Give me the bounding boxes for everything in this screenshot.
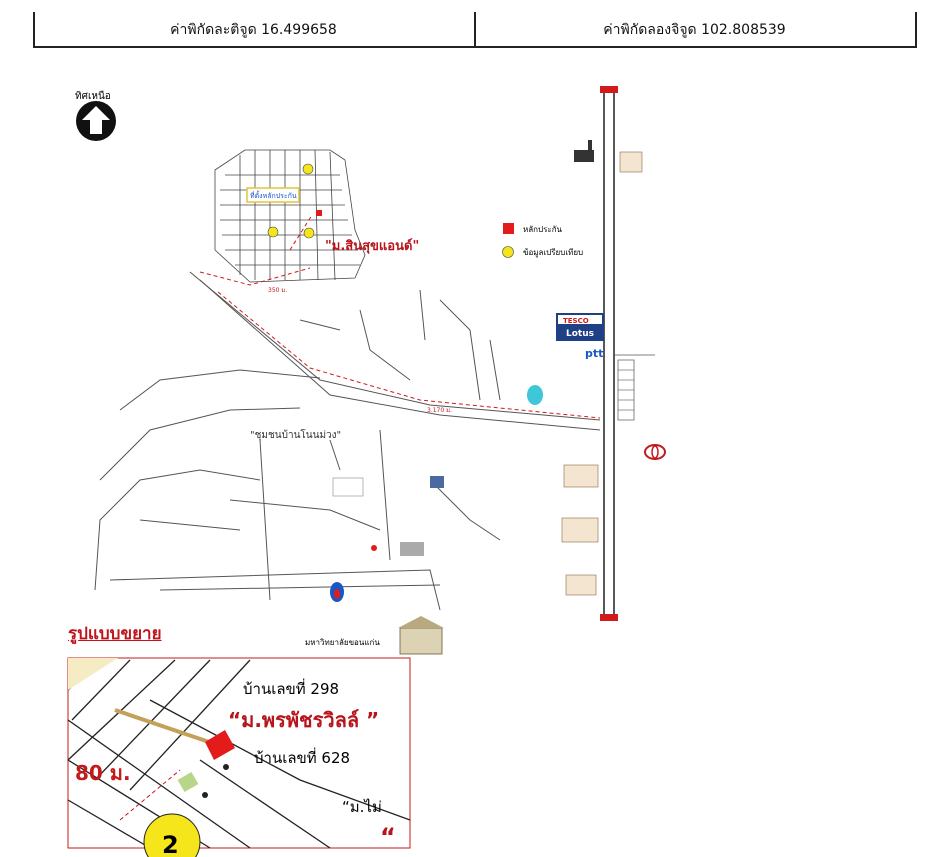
inset-area xyxy=(68,658,118,690)
ptt-label: ptt xyxy=(585,347,603,360)
coordinates-header: ค่าพิกัดละติจูด 16.499658 ค่าพิกัดลองจิจ… xyxy=(33,12,917,48)
tesco-lotus-icon xyxy=(556,313,604,341)
building-icon xyxy=(430,476,444,488)
legend-comparison-swatch xyxy=(502,246,514,258)
distance-long: 3.170 ม. xyxy=(427,407,452,414)
north-arrow-icon xyxy=(76,101,116,141)
enlarged-title: รูปแบบขยาย xyxy=(68,624,162,644)
inset-point xyxy=(202,792,208,798)
comparison-marker xyxy=(302,163,314,175)
inset-collateral-marker xyxy=(205,730,235,760)
community-label: "ชุมชนบ้านโนนม่วง" xyxy=(250,428,341,441)
university-label: มหาวิทยาลัยขอนแก่น xyxy=(305,638,380,647)
inset-route xyxy=(119,769,181,821)
route-line xyxy=(199,214,601,419)
enlarged-inset xyxy=(67,657,411,849)
legend-collateral-label: หลักประกัน xyxy=(523,225,563,234)
school-icon xyxy=(561,151,643,596)
legend-comparison-label: ข้อมูลเปรียบเทียบ xyxy=(523,248,583,258)
inset-village-label: “ม.พรพัชรวิลล์ ” xyxy=(228,708,379,732)
divider xyxy=(474,12,476,48)
village-main-label: "ม.สินสุขแอนด์" xyxy=(325,238,419,254)
building-icon xyxy=(400,542,424,556)
inset-village2-label: “ม.ไม่ xyxy=(342,798,382,816)
tesco-label: TESCO xyxy=(563,317,589,325)
university-icon xyxy=(398,616,444,655)
pond-icon xyxy=(527,385,543,405)
building-icon xyxy=(332,477,364,497)
village-grid xyxy=(214,149,366,283)
divider xyxy=(915,12,917,48)
divider xyxy=(33,12,35,48)
north-label: ทิศเหนือ xyxy=(75,90,111,102)
distance-short: 350 ม. xyxy=(268,287,287,294)
inset-road-highlight xyxy=(114,708,216,746)
inset-point xyxy=(223,764,229,770)
gas-station-icon xyxy=(334,589,340,599)
collateral-marker xyxy=(316,210,322,216)
factory-icon xyxy=(574,140,594,162)
collateral-box xyxy=(246,187,300,203)
lotus-label: Lotus xyxy=(566,329,594,339)
comparison-marker xyxy=(303,227,315,239)
inset-comparison-marker xyxy=(143,813,201,857)
collateral-box-label: ที่ตั้งหลักประกัน xyxy=(250,189,297,200)
legend-collateral-swatch xyxy=(503,223,514,234)
inset-distance-label: 80 ม. xyxy=(75,761,131,785)
poi-marker xyxy=(371,545,377,551)
comparison-marker xyxy=(267,226,279,238)
longitude-text: ค่าพิกัดลองจิจูด 102.808539 xyxy=(603,22,786,38)
inset-area xyxy=(177,771,199,793)
inset-quote: “ xyxy=(380,823,396,851)
inset-marker-number: 2 xyxy=(162,831,179,857)
house-number-628: บ้านเลขที่ 628 xyxy=(254,747,350,767)
latitude-text: ค่าพิกัดละติจูด 16.499658 xyxy=(170,22,337,38)
house-number-298: บ้านเลขที่ 298 xyxy=(243,678,339,698)
toyota-icon xyxy=(644,444,666,460)
highway xyxy=(600,86,655,621)
road-network xyxy=(94,271,601,611)
